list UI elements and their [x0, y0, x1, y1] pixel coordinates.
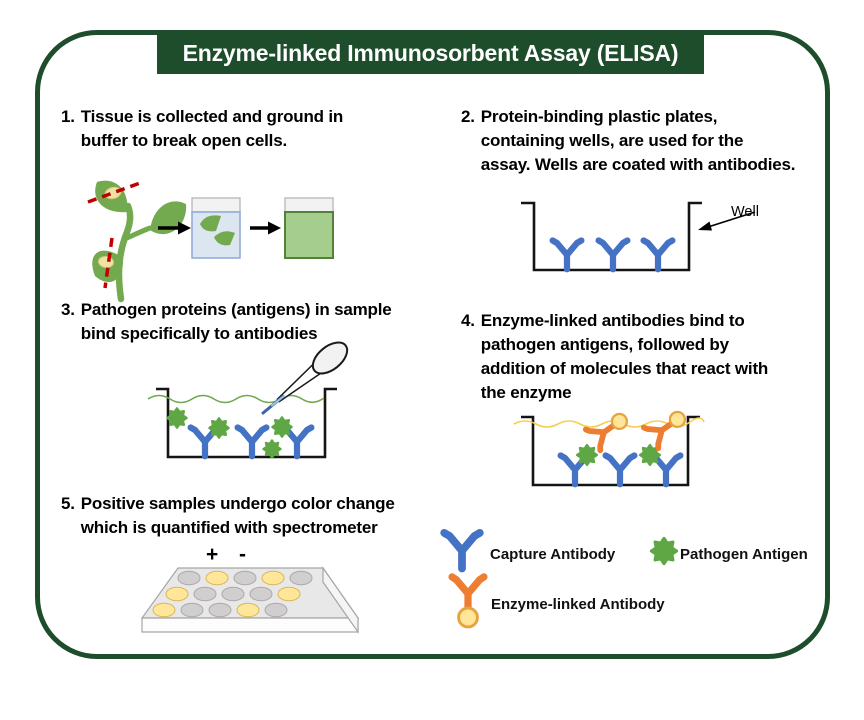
step-4-number: 4.	[461, 311, 475, 330]
step-3-description: Pathogen proteins (antigens) in sample b…	[80, 300, 392, 344]
grinding-beaker	[191, 197, 241, 259]
positive-well	[152, 602, 176, 618]
legend-enzyme-antibody-label: Enzyme-linked Antibody	[491, 596, 665, 613]
leaf-piece	[200, 215, 221, 232]
step-1-text: 1. Tissue is collected and ground in buf…	[61, 105, 421, 153]
capture-antibody-icon	[238, 428, 267, 457]
well-label: Well	[731, 204, 759, 220]
step-2-description: Protein-binding plastic plates, containi…	[480, 107, 796, 175]
legend-pathogen-antigen-label: Pathogen Antigen	[680, 546, 808, 563]
capture-antibody-icon	[644, 241, 673, 270]
pathogen-antigen-icon	[575, 443, 599, 467]
pathogen-antigen-icon	[649, 536, 679, 566]
well-diagram-enzyme	[513, 405, 705, 485]
pathogen-antigen-icon	[208, 417, 230, 439]
extract-beaker	[284, 197, 334, 259]
negative-well	[249, 586, 273, 602]
positive-well	[277, 586, 301, 602]
arrow-icon	[158, 221, 191, 235]
pathogen-antigen-icon	[166, 407, 188, 429]
well-diagram-sample	[147, 341, 349, 459]
legend-capture-antibody-label: Capture Antibody	[490, 546, 616, 563]
negative-well	[177, 570, 201, 586]
step-4-description: Enzyme-linked antibodies bind to pathoge…	[480, 311, 769, 403]
negative-well	[208, 602, 232, 618]
liquid-surface	[147, 394, 325, 404]
step-5-text: 5. Positive samples undergo color change…	[61, 492, 451, 540]
negative-well	[193, 586, 217, 602]
arrow-icon	[250, 221, 281, 235]
page-title: Enzyme-linked Immunosorbent Assay (ELISA…	[157, 32, 704, 74]
pathogen-antigen-icon	[271, 416, 293, 438]
enzyme-linked-antibody-icon	[586, 407, 633, 450]
plant-illustration	[87, 180, 187, 303]
capture-antibody-icon	[599, 241, 628, 270]
positive-sign: +	[206, 543, 219, 566]
leaf-piece	[214, 231, 235, 246]
step-5-number: 5.	[61, 494, 75, 513]
negative-well	[180, 602, 204, 618]
step-3-number: 3.	[61, 300, 75, 319]
positive-well	[236, 602, 260, 618]
negative-sign: -	[239, 543, 246, 566]
enzyme-linked-antibody-icon	[452, 577, 484, 627]
positive-well	[165, 586, 189, 602]
cut-mark	[103, 237, 114, 289]
step-4-text: 4. Enzyme-linked antibodies bind to path…	[461, 309, 831, 406]
negative-well	[264, 602, 288, 618]
step-2-text: 2. Protein-binding plastic plates, conta…	[461, 105, 841, 177]
pathogen-antigen-icon	[262, 439, 282, 459]
negative-well	[233, 570, 257, 586]
step-1-description: Tissue is collected and ground in buffer…	[80, 107, 344, 151]
positive-well	[205, 570, 229, 586]
microplate	[140, 566, 360, 634]
enzyme-linked-antibody-icon	[644, 405, 691, 448]
well-diagram-coated	[521, 201, 756, 270]
cut-mark	[87, 181, 141, 204]
capture-antibody-icon	[553, 241, 582, 270]
positive-well	[261, 570, 285, 586]
step-5-description: Positive samples undergo color change wh…	[80, 494, 395, 538]
step-1-number: 1.	[61, 107, 75, 126]
step-3-text: 3. Pathogen proteins (antigens) in sampl…	[61, 298, 441, 346]
capture-antibody-icon	[606, 456, 635, 485]
negative-well	[289, 570, 313, 586]
pipette-icon	[261, 341, 349, 415]
well-pointer-arrow	[698, 211, 756, 231]
negative-well	[221, 586, 245, 602]
step-2-number: 2.	[461, 107, 475, 126]
